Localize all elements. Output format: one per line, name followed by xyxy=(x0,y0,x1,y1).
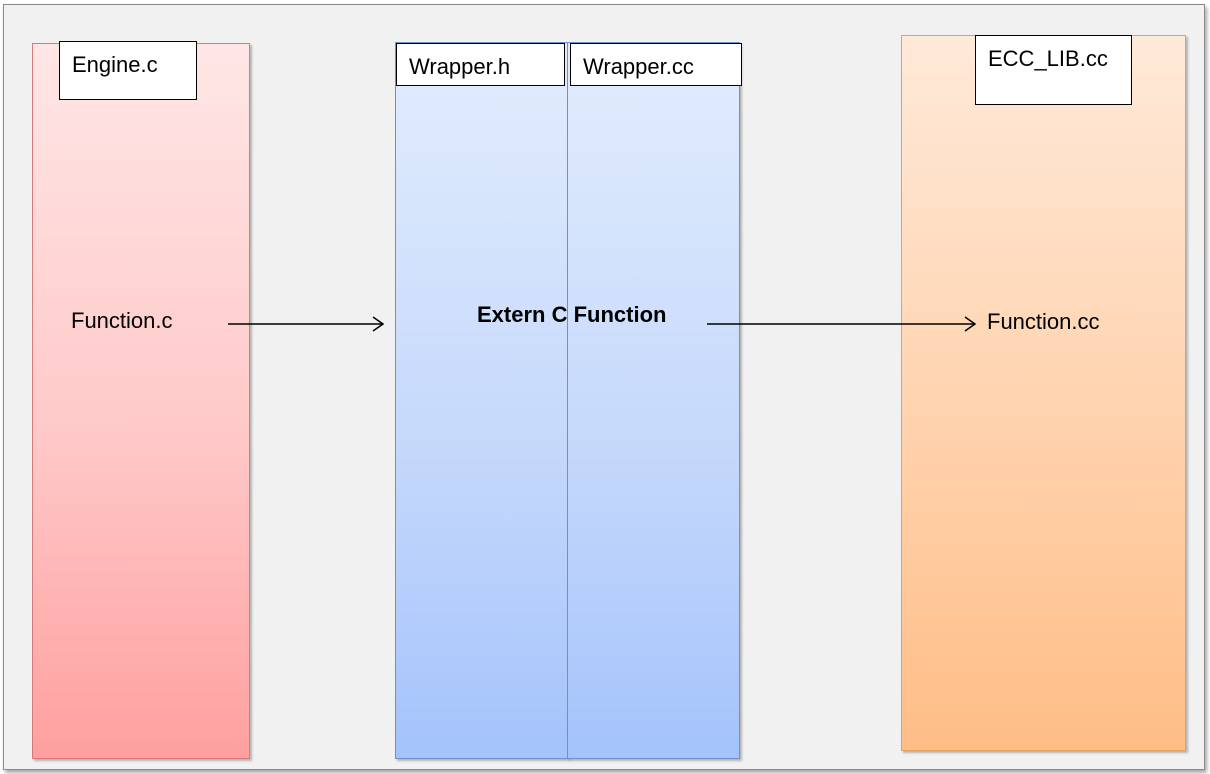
engine-file-label: Engine.c xyxy=(59,41,197,100)
arrow-extern-to-function-cc xyxy=(707,316,977,332)
wrapper-h-file-label: Wrapper.h xyxy=(396,43,565,86)
function-c-label: Function.c xyxy=(71,308,173,333)
ecc-lib-column xyxy=(901,35,1186,751)
wrapper-cc-column xyxy=(567,42,740,759)
arrow-function-c-to-extern xyxy=(228,316,385,332)
function-cc-label: Function.cc xyxy=(987,309,1100,334)
wrapper-cc-file-label: Wrapper.cc xyxy=(570,43,742,86)
wrapper-h-column xyxy=(395,42,568,759)
extern-c-function-label: Extern C Function xyxy=(477,302,667,327)
engine-column xyxy=(32,43,250,759)
ecc-lib-file-label: ECC_LIB.cc xyxy=(975,35,1132,105)
